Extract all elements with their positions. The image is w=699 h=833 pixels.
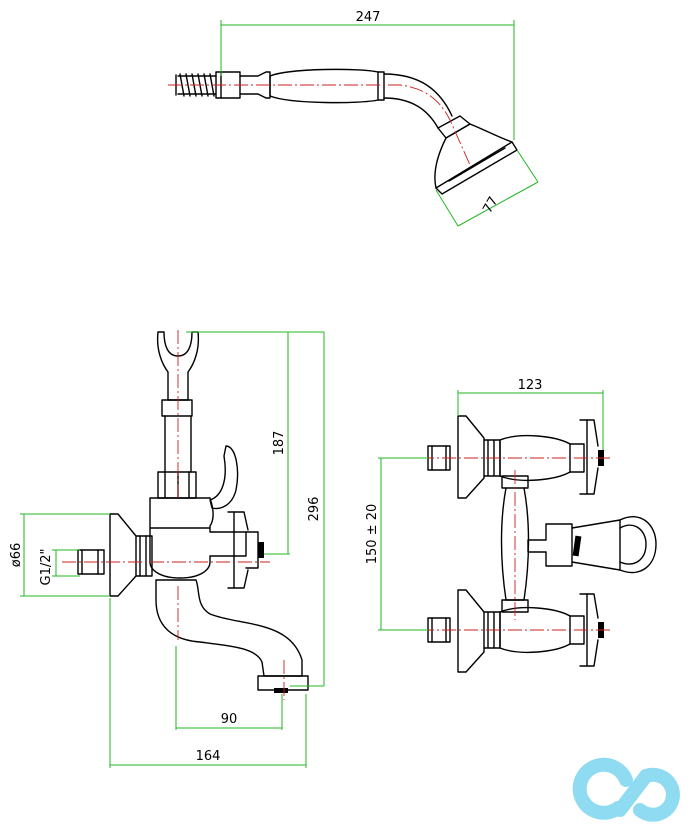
- dim-shower-length: 247: [356, 10, 381, 25]
- upper-valve: [427, 415, 604, 499]
- mixer-body: [149, 497, 247, 579]
- dim-spout-offset: 90: [221, 712, 238, 727]
- dim-total-height: 296: [307, 497, 322, 522]
- lower-valve: [427, 589, 604, 673]
- shower-handle: [269, 68, 385, 104]
- connecting-column: [500, 475, 530, 613]
- dim-flange-diameter: ø66: [9, 543, 24, 568]
- cd-logo-icon: [572, 757, 680, 822]
- hose-nut: [215, 71, 241, 99]
- bath-spout: [155, 579, 303, 677]
- dim-holder-height: 187: [272, 431, 287, 456]
- dim-width: 123: [518, 378, 543, 393]
- hand-shower-view: 247 77: [168, 10, 539, 227]
- dim-center-distance: 150 ± 20: [365, 504, 380, 565]
- side-view: 296 187 ø66 G1/2" 90 164: [9, 330, 325, 768]
- diverter-lever: [209, 445, 239, 510]
- wall-flange: [77, 513, 153, 597]
- front-view: 123 150 ± 20: [365, 378, 657, 673]
- cross-handle-side: [227, 511, 264, 589]
- dim-shower-head-diameter: 77: [480, 194, 501, 216]
- dim-total-depth: 164: [196, 749, 221, 764]
- dim-thread: G1/2": [39, 549, 54, 586]
- shower-head: [434, 115, 518, 195]
- front-spout: [527, 516, 657, 574]
